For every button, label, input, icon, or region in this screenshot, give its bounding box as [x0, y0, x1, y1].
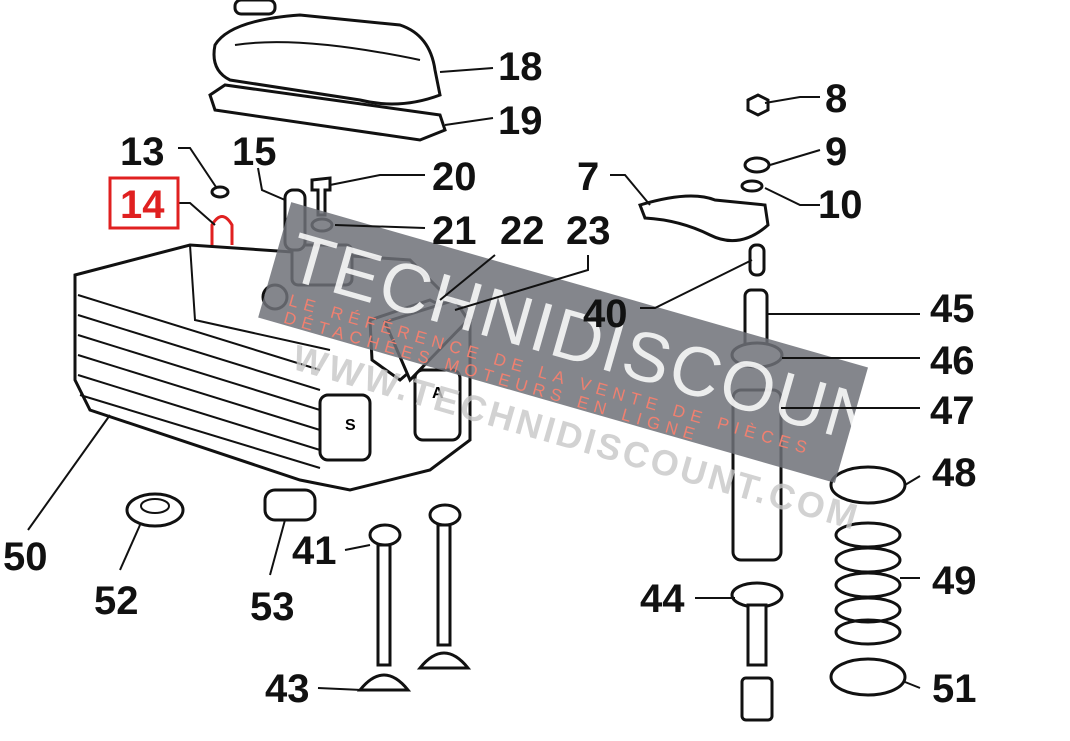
- guide-53: [263, 488, 317, 522]
- exhaust-port-label: S: [345, 417, 356, 434]
- label-51: 51: [932, 667, 977, 711]
- label-19: 19: [498, 99, 543, 143]
- watermark: TECHNIDISCOUNT LE RÉFÉRENCE DE LA VENTE …: [258, 202, 931, 538]
- washer-51: [829, 657, 907, 697]
- seal-44: [730, 581, 784, 609]
- label-15: 15: [232, 130, 277, 174]
- label-50: 50: [3, 535, 48, 579]
- intake-port-label: A: [432, 385, 444, 402]
- leader-lines: [27, 67, 921, 691]
- label-44: 44: [640, 577, 685, 621]
- label-14: 14: [120, 183, 165, 227]
- rocker-arm-7: [638, 194, 770, 243]
- label-7: 7: [577, 155, 599, 199]
- label-49: 49: [932, 559, 977, 603]
- label-20: 20: [432, 155, 477, 199]
- label-41: 41: [292, 529, 337, 573]
- valve-cover-gasket: [208, 83, 447, 142]
- label-45: 45: [930, 287, 975, 331]
- label-13: 13: [120, 130, 165, 174]
- label-10: 10: [818, 183, 863, 227]
- tappet-spring: [740, 676, 774, 722]
- label-53: 53: [250, 585, 295, 629]
- highlight-box-14: [108, 176, 180, 230]
- label-23: 23: [566, 209, 611, 253]
- nut-8: [746, 93, 770, 117]
- valve-cover: [212, 0, 442, 106]
- label-21: 21: [432, 209, 477, 253]
- label-43: 43: [265, 667, 310, 711]
- washer-9: [743, 156, 771, 174]
- label-52: 52: [94, 579, 139, 623]
- label-46: 46: [930, 339, 975, 383]
- tappet-shaft: [746, 603, 768, 667]
- label-18: 18: [498, 45, 543, 89]
- dowel-14: [210, 215, 234, 245]
- seal-52: [125, 492, 185, 528]
- label-48: 48: [932, 451, 977, 495]
- label-47: 47: [930, 389, 975, 433]
- valves-41-43: [356, 503, 472, 692]
- washer-13: [210, 185, 230, 199]
- part-labels: 18 19 8 9 10 13 14 15 20 21 22 23 7 40 4…: [3, 45, 977, 711]
- spring-49: [834, 521, 902, 646]
- washer-10: [740, 179, 764, 193]
- label-22: 22: [500, 209, 545, 253]
- label-8: 8: [825, 77, 847, 121]
- label-9: 9: [825, 130, 847, 174]
- adjuster-40: [748, 243, 766, 277]
- label-40: 40: [583, 292, 628, 336]
